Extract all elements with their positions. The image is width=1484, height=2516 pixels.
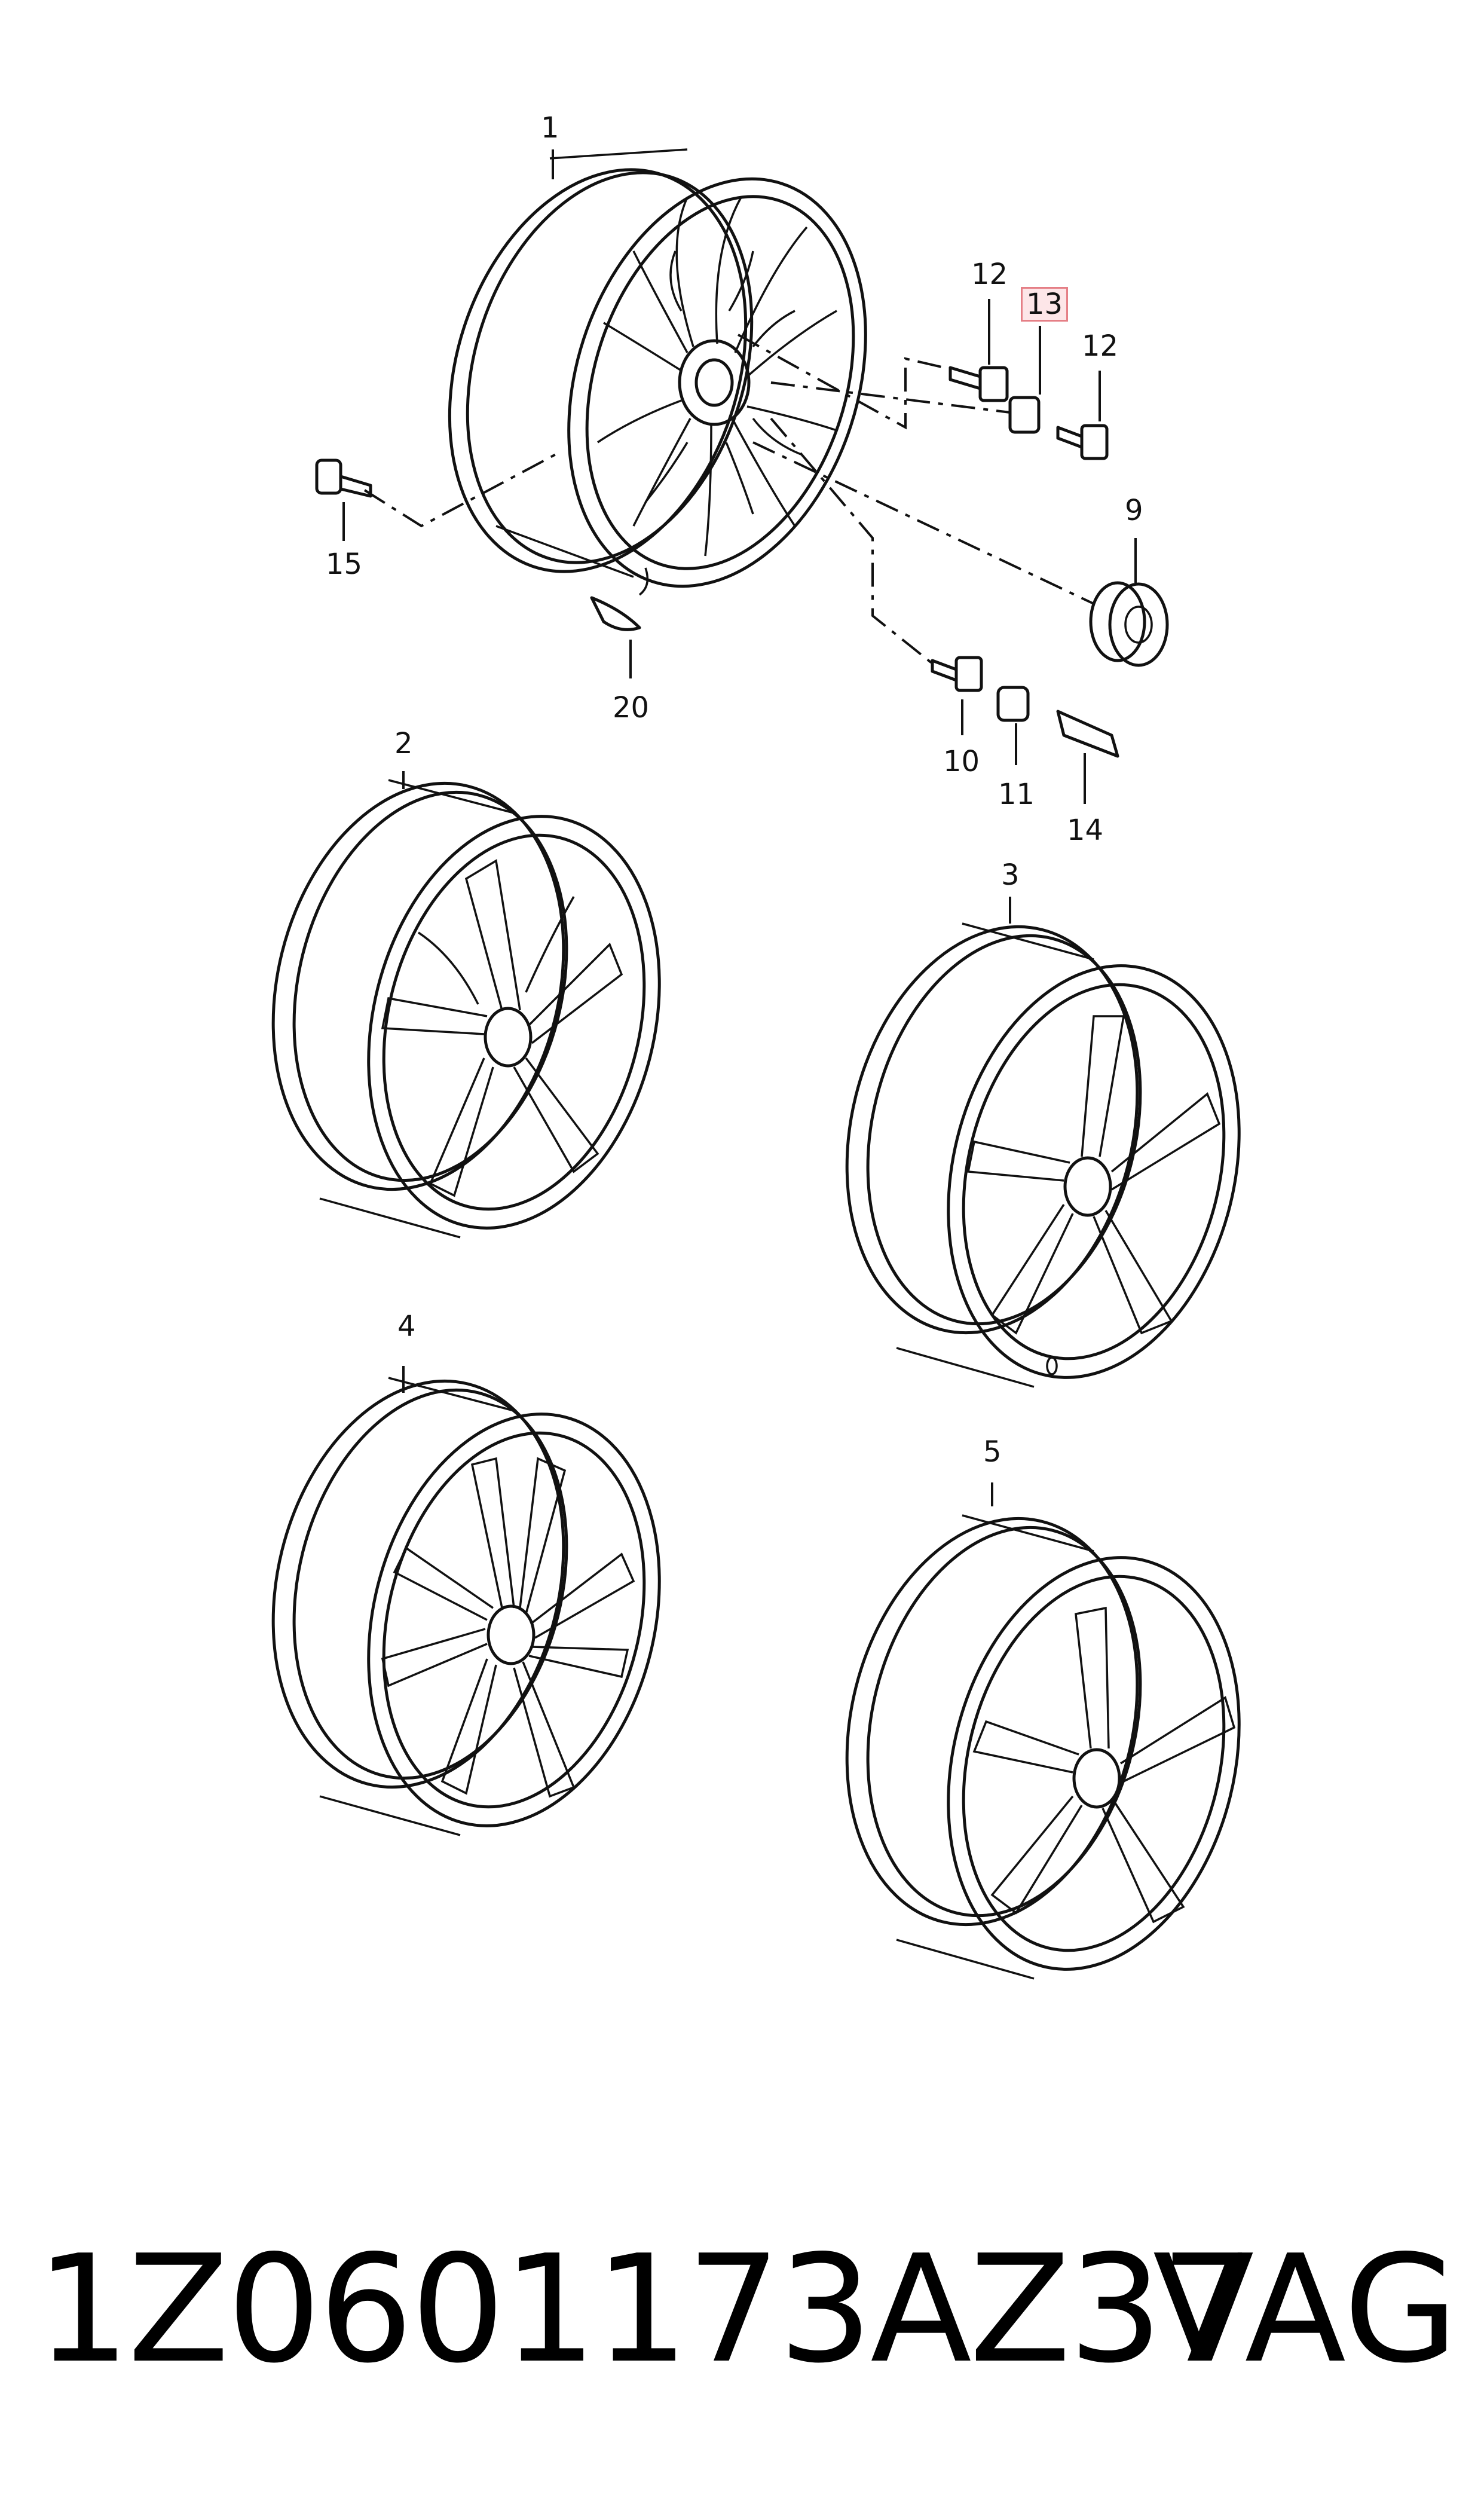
label-10: 10: [943, 745, 980, 778]
label-2: 2: [394, 727, 413, 760]
wheel-5-drawing: [845, 1514, 1241, 1980]
valve-15-drawing: [315, 458, 372, 498]
footer: 1Z0601173AZ37 VAG: [36, 2224, 1458, 2396]
assembly-lines: [363, 334, 1094, 665]
part-number: 1Z0601173AZ37: [36, 2224, 1254, 2396]
label-13-highlighted: 13: [1021, 287, 1069, 322]
label-12-right: 12: [1082, 329, 1119, 363]
hub-cap-9-drawing: [1089, 581, 1169, 667]
wheel-4-drawing: [271, 1377, 661, 1836]
bolt-cap-11-drawing: [996, 686, 1030, 722]
wheel-1-drawing: [448, 148, 867, 596]
label-1: 1: [541, 111, 559, 145]
label-14: 14: [1067, 814, 1104, 847]
exploded-parts-diagram: 1 2 3 4 5 9 10 11 12 13 12 14 15 20: [271, 111, 1241, 1980]
label-11: 11: [998, 778, 1035, 811]
wheel-3-drawing: [845, 922, 1241, 1388]
leader-lines: [342, 149, 1137, 1506]
label-20: 20: [613, 691, 650, 724]
label-15: 15: [326, 548, 363, 581]
bolt-12-left-drawing: [948, 366, 1009, 402]
wheel-illustration: [271, 148, 1241, 1980]
label-5: 5: [983, 1435, 1002, 1469]
wheel-2-drawing: [271, 779, 661, 1239]
label-4: 4: [397, 1310, 416, 1343]
label-9: 9: [1125, 494, 1143, 527]
puller-14-drawing: [1056, 710, 1119, 758]
anti-theft-bolt-10-drawing: [931, 656, 983, 692]
label-3: 3: [1001, 858, 1020, 892]
brand-name: VAG: [1152, 2224, 1458, 2396]
balance-weight-20-drawing: [590, 596, 641, 631]
bolt-12-right-drawing: [1056, 424, 1109, 460]
label-12-left: 12: [971, 258, 1008, 291]
nut-13-drawing: [1008, 396, 1041, 434]
